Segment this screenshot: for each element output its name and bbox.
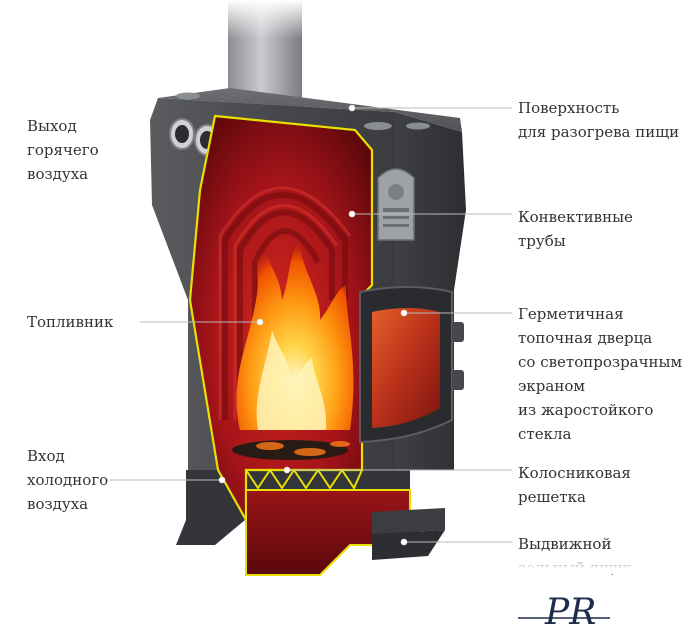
grate bbox=[245, 468, 363, 491]
crop-fade bbox=[480, 556, 694, 574]
label-sealed-door: Герметичная топочная дверца со светопроз… bbox=[518, 305, 683, 443]
leader-dots bbox=[218, 104, 408, 546]
label-cold-air-inlet: Вход холодного воздуха bbox=[27, 447, 109, 513]
ash-chamber bbox=[245, 489, 445, 576]
label-grate: Колосниковая решетка bbox=[518, 464, 631, 506]
logo: PR bbox=[518, 592, 610, 633]
label-firebox: Топливник bbox=[27, 313, 114, 331]
label-hot-air-outlet: Выход горячего воздуха bbox=[27, 117, 99, 183]
logo-text: PR bbox=[544, 592, 596, 633]
sealed-door bbox=[359, 286, 464, 444]
label-cooking-surface: Поверхность для разогрева пищи bbox=[518, 99, 680, 141]
emblem bbox=[377, 168, 415, 241]
flame bbox=[232, 230, 354, 460]
label-convection-tubes: Конвективные трубы bbox=[518, 208, 633, 250]
leader-lines bbox=[110, 107, 512, 543]
